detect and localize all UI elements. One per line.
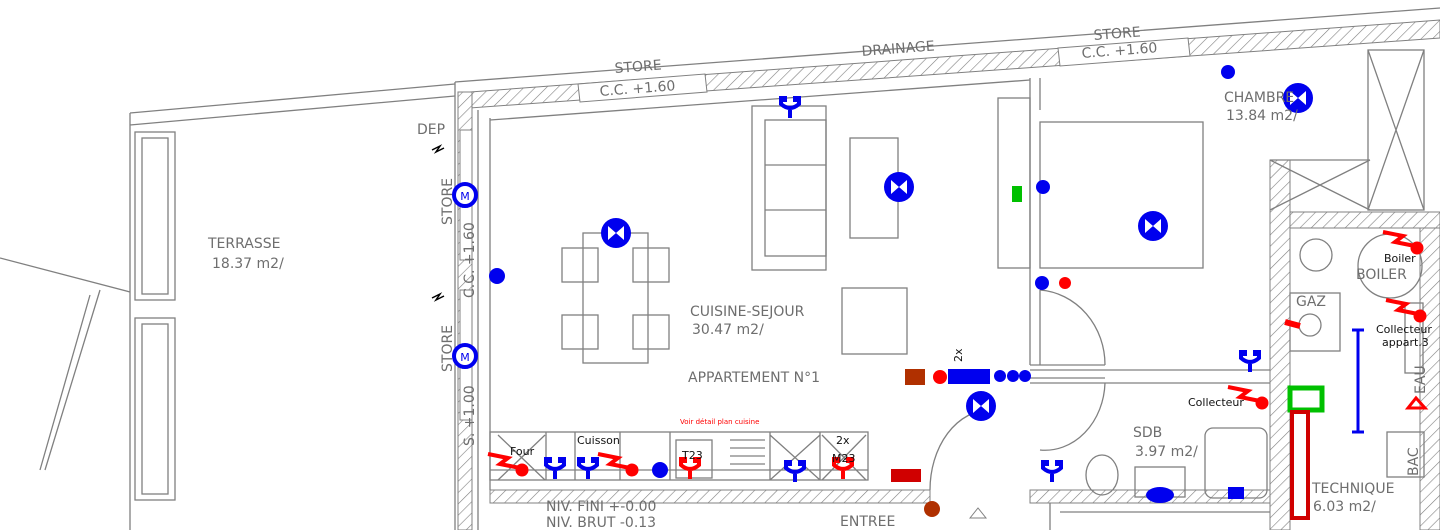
level-label: NIV. FINI +-0.00 (546, 499, 656, 515)
gas-meter-icon (1287, 385, 1325, 413)
plan-label: S. +1.00 (462, 385, 478, 446)
plan-label: C.C. +1.60 (1081, 40, 1158, 62)
water-inlet-icon (1404, 395, 1429, 410)
plan-label: Collecteur (1188, 396, 1244, 409)
plan-label: STORE (614, 57, 662, 77)
room-name: CHAMBRE (1224, 90, 1294, 106)
plan-label: STORE (440, 325, 456, 372)
power-point-icon (1059, 277, 1071, 289)
plan-label: BAC (1406, 447, 1422, 476)
switch-icon (1036, 180, 1050, 194)
room-name: SDB (1133, 425, 1162, 441)
plan-label: Collecteur (1376, 323, 1432, 336)
fan-icon (1146, 487, 1174, 503)
room-area: 13.84 m2/ (1226, 108, 1298, 124)
terrace (0, 83, 456, 530)
plan-label: STORE (1093, 24, 1141, 44)
plan-label: 2x (836, 434, 850, 447)
plan-label: appart.3 (1382, 336, 1429, 349)
interior-walls (489, 49, 1440, 530)
room-area: 6.03 m2/ (1313, 499, 1376, 515)
room-area: 18.37 m2/ (212, 256, 284, 272)
plan-label: Boiler (1384, 252, 1416, 265)
switch-icon (1035, 276, 1049, 290)
kitchen-note: Voir détail plan cuisine (680, 418, 759, 426)
plan-label: GAZ (1296, 294, 1326, 310)
radiator-icon (1290, 410, 1310, 520)
level-label: NIV. BRUT -0.13 (546, 515, 656, 530)
gas-valve-icon (1012, 186, 1022, 202)
room-name: TECHNIQUE (1311, 481, 1394, 497)
switch-icon (1228, 487, 1244, 499)
room-name: CUISINE-SEJOUR (690, 304, 805, 320)
power-symbol-icon (431, 144, 445, 302)
labels: TERRASSE 18.37 m2/ DEP CUISINE-SEJOUR 30… (207, 24, 1432, 530)
plan-label: Cuisson (577, 434, 620, 447)
electrical-symbols: M M (431, 65, 1429, 520)
plan-label: STORE (440, 178, 456, 225)
apartment-label: APPARTEMENT N°1 (688, 370, 820, 386)
gas-supply-icon (1284, 319, 1301, 329)
room-name: TERRASSE (207, 236, 280, 252)
plan-label: M23 (832, 452, 856, 465)
plan-label: Four (510, 445, 535, 458)
switch-icon (652, 462, 668, 478)
plan-label: C.C. +1.60 (599, 78, 676, 100)
room-name: DEP (417, 122, 445, 138)
plan-label: M (460, 190, 470, 203)
room-area: 3.97 m2/ (1135, 444, 1198, 460)
distribution-panel-icon (891, 369, 1031, 517)
switch-icon (1221, 65, 1235, 79)
plan-label: 2x (952, 348, 965, 362)
switch-icon (489, 268, 505, 284)
cable-tray-icon (1352, 328, 1364, 434)
plan-label: C.C. +1.60 (462, 222, 478, 298)
plan-label: EAU (1413, 365, 1429, 394)
light-icon (1138, 211, 1168, 241)
room-area: 30.47 m2/ (692, 322, 764, 338)
light-icon (601, 218, 631, 248)
motor-icon: M M (452, 182, 478, 369)
plan-label: DRAINAGE (861, 38, 935, 60)
plan-label: T23 (681, 449, 703, 462)
plan-label: M (460, 351, 470, 364)
light-icon (966, 391, 996, 421)
plan-label: BOILER (1356, 267, 1407, 283)
room-name: ENTREE (840, 514, 895, 530)
light-icon (884, 172, 914, 202)
